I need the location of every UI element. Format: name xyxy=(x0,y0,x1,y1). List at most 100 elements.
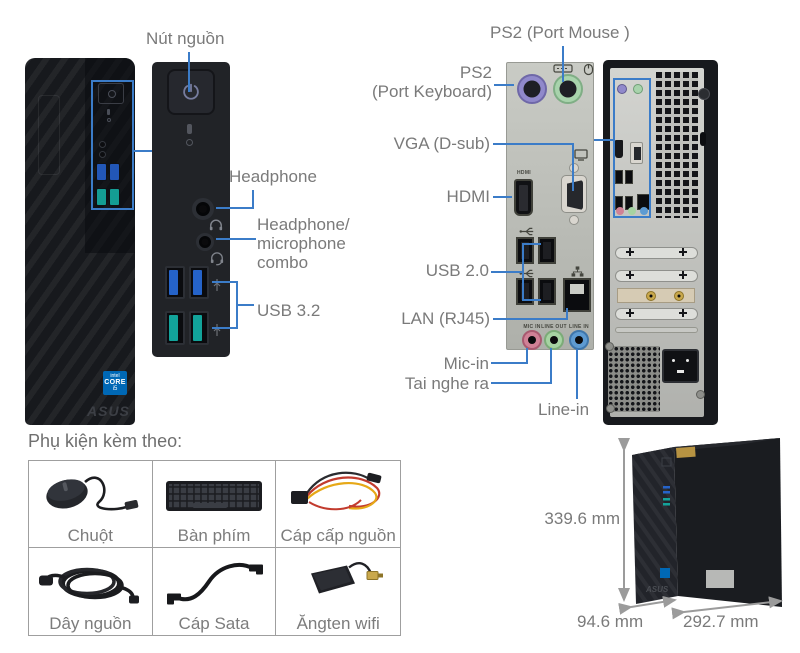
hdd-led-icon xyxy=(187,124,192,134)
mouse-icon xyxy=(583,63,594,76)
psu-vent xyxy=(608,346,660,412)
leader-line xyxy=(562,46,564,82)
vga-screw xyxy=(569,215,579,225)
accessory-label: Chuột xyxy=(67,526,114,545)
sata-cable-photo xyxy=(166,563,263,605)
front-panel-closeup-photo xyxy=(152,62,230,357)
vga-label: VGA (D-sub) xyxy=(393,134,490,153)
rear-io-closeup-photo: HDMI MIC I xyxy=(506,62,594,350)
leader-line xyxy=(134,150,152,152)
slot-divider xyxy=(615,327,698,333)
dimension-figure: ASUS xyxy=(618,438,783,620)
lineout-mini xyxy=(628,207,636,215)
depth-arrow xyxy=(671,596,783,620)
expansion-slot-cover xyxy=(615,247,698,259)
usb20-port xyxy=(516,237,534,264)
line-out-port-label: LINE OUT xyxy=(541,324,567,330)
power-supply-cable-photo xyxy=(291,471,382,511)
height-dimension: 339.6 mm xyxy=(544,509,620,528)
pc-side-face xyxy=(674,438,782,607)
lan-label: LAN (RJ45) xyxy=(401,309,490,328)
wifi-antenna-connector xyxy=(674,291,684,301)
vga-mini xyxy=(630,142,643,164)
usb3-port-mini xyxy=(109,163,120,181)
usb32-gen1-port xyxy=(165,266,185,299)
width-arrow xyxy=(618,595,677,615)
hdmi-mini xyxy=(615,140,623,158)
leader-line xyxy=(491,362,528,364)
asus-logo-tiny: ASUS xyxy=(645,585,669,594)
power-icon xyxy=(183,83,199,100)
mic-in-label: Mic-in xyxy=(443,354,489,373)
leader-line xyxy=(216,207,254,209)
leader-line xyxy=(572,143,574,191)
security-slot xyxy=(700,132,706,146)
line-in-label: Line-in xyxy=(538,400,590,419)
leader-line xyxy=(550,348,552,384)
ps2-keyboard-label: PS2 (Port Keyboard) xyxy=(372,63,492,101)
power-inlet-c14 xyxy=(662,349,699,383)
accessories-table: Chuột Cáp cấp nguồn Bàn phím Cáp cấp ngu… xyxy=(28,460,401,636)
intel-badge-i5: i5 xyxy=(112,386,118,392)
leader-line xyxy=(522,299,541,301)
usb32-port-mini xyxy=(109,188,120,206)
headphone-jack-mini xyxy=(99,141,106,148)
rear-vent-grid xyxy=(656,72,698,218)
intel-badge-tiny xyxy=(660,568,670,578)
accessory-label: Bàn phím xyxy=(177,526,251,545)
leader-line xyxy=(522,243,541,245)
intel-core-badge: intel CORE i5 xyxy=(103,371,127,395)
depth-dimension: 292.7 mm xyxy=(683,612,759,631)
accessory-cell-power-cord: Dây nguồn xyxy=(29,548,153,635)
hdmi-port xyxy=(514,179,533,216)
screw xyxy=(605,342,614,351)
leader-line xyxy=(491,271,524,273)
leader-line xyxy=(236,304,254,306)
usb-mini xyxy=(625,170,633,184)
accessory-cell-wifi-antenna: Ăngten wifi xyxy=(276,548,400,635)
power-cord-photo xyxy=(39,567,140,604)
leader-line xyxy=(216,238,256,240)
ps2-keyboard-port xyxy=(517,74,547,104)
power-led-mini xyxy=(107,118,111,122)
power-button-mini xyxy=(98,83,124,104)
hdmi-label: HDMI xyxy=(446,187,490,206)
accessory-label: Ăngten wifi xyxy=(296,614,380,633)
leader-line xyxy=(493,318,568,320)
intel-badge-brand: intel xyxy=(110,373,120,379)
lan-icon xyxy=(571,266,584,277)
rear-ports-highlight-box xyxy=(613,78,651,218)
width-dimension: 94.6 mm xyxy=(577,612,644,631)
headphone-jack xyxy=(192,198,214,220)
accessory-label: Dây nguồn xyxy=(49,614,132,633)
usb20-port xyxy=(538,237,556,264)
accessory-label: Cáp Sata xyxy=(178,614,250,633)
line-out-jack xyxy=(544,330,564,350)
power-button-tiny xyxy=(661,457,672,467)
leader-line xyxy=(576,349,578,399)
hdd-led-mini xyxy=(107,109,110,115)
mic-mini xyxy=(616,207,624,215)
lan-rj45-port xyxy=(563,278,591,312)
leader-line xyxy=(212,281,238,283)
pc-front-photo: intel CORE i5 ASUS xyxy=(25,58,135,425)
usb-ss10-icon xyxy=(213,324,221,336)
screw xyxy=(606,404,615,413)
leader-line xyxy=(526,348,528,364)
wifi-antenna-photo xyxy=(311,562,384,594)
mic-in-port-label: MIC IN xyxy=(523,324,541,330)
ps2-mouse-mini xyxy=(633,84,643,94)
leader-line xyxy=(212,327,238,329)
keyboard-photo xyxy=(165,481,262,511)
accessory-cell-sata-cable: Cáp Sata xyxy=(153,548,277,635)
gold-label xyxy=(675,446,696,458)
expansion-slot-cover xyxy=(615,308,698,320)
vga-port xyxy=(557,163,591,225)
antenna-bracket xyxy=(617,288,695,303)
usb3-port-mini xyxy=(96,163,107,181)
leader-line xyxy=(522,243,524,301)
usb32-gen1-port xyxy=(189,266,209,299)
pc-rear-photo xyxy=(603,60,718,425)
tower-drive-door xyxy=(38,95,60,175)
